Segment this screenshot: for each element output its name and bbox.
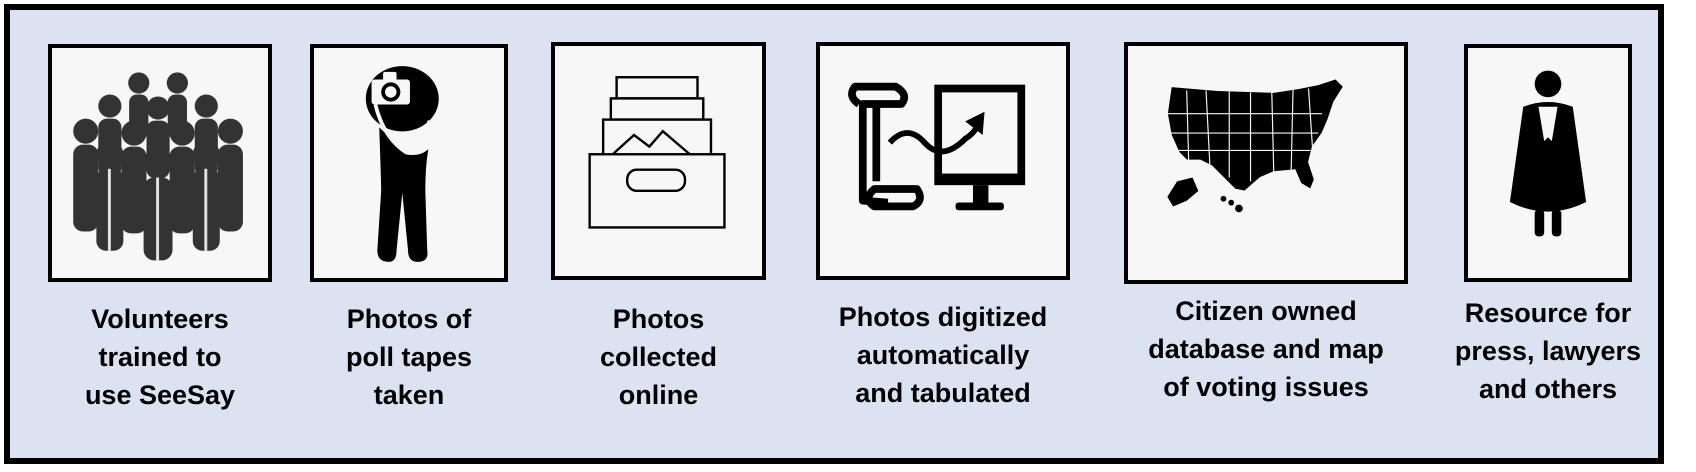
photographer-icon [365, 66, 439, 262]
people-group-icon [73, 72, 243, 261]
us-map-icon [1166, 78, 1344, 213]
step-6-card [1464, 44, 1632, 282]
photo-archive-box-icon [588, 76, 726, 229]
step-3-card [551, 42, 766, 280]
scroll-to-monitor-icon [848, 82, 1026, 211]
step-4-card [816, 42, 1070, 280]
step-1-card [48, 44, 272, 282]
step-2-card [310, 44, 508, 282]
judge-robe-icon [1509, 70, 1587, 237]
step-5-card [1124, 42, 1408, 284]
